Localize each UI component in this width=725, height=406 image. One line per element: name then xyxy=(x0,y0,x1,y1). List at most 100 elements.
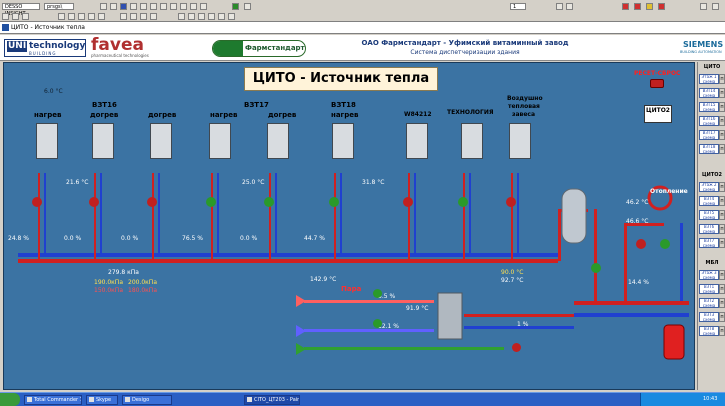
user-field[interactable]: prsgs\ xyxy=(44,3,74,10)
valve-icon[interactable] xyxy=(373,319,382,328)
pump-icon[interactable] xyxy=(591,263,601,273)
heater-coil[interactable] xyxy=(332,123,354,159)
toolbar-button[interactable] xyxy=(180,3,187,10)
toolbar-button[interactable] xyxy=(88,13,95,20)
nav-item-page-button[interactable]: п xyxy=(719,312,725,322)
nav-item-page-button[interactable]: п xyxy=(719,326,725,336)
taskbar-task[interactable]: CITO_ЦТ203 - Paint xyxy=(244,395,300,405)
nav-item-page-button[interactable]: п xyxy=(719,284,725,294)
nav-item-page-button[interactable]: п xyxy=(719,182,725,192)
valve-icon[interactable] xyxy=(32,197,42,207)
heater-coil[interactable] xyxy=(92,123,114,159)
valve-icon[interactable] xyxy=(403,197,413,207)
toolbar-button[interactable] xyxy=(556,3,563,10)
heater-coil[interactable] xyxy=(267,123,289,159)
heater-coil[interactable] xyxy=(209,123,231,159)
toolbar-button[interactable] xyxy=(150,3,157,10)
toolbar-button[interactable] xyxy=(120,13,127,20)
valve-icon[interactable] xyxy=(636,239,646,249)
valve-icon[interactable] xyxy=(206,197,216,207)
nav-item-page-button[interactable]: п xyxy=(719,210,725,220)
toolbar-button[interactable] xyxy=(200,3,207,10)
valve-icon[interactable] xyxy=(264,197,274,207)
toolbar-button[interactable] xyxy=(566,3,573,10)
nav-item-page-button[interactable]: п xyxy=(719,270,725,280)
ok-icon[interactable] xyxy=(232,3,239,10)
toolbar-button[interactable] xyxy=(100,3,107,10)
nav-item-page-button[interactable]: п xyxy=(719,196,725,206)
reset-button[interactable] xyxy=(650,79,664,88)
toolbar-button[interactable] xyxy=(700,3,707,10)
nav-item-page-button[interactable]: п xyxy=(719,102,725,112)
nav-item-page-button[interactable]: п xyxy=(719,74,725,84)
taskbar-task[interactable]: Desigo xyxy=(122,395,172,405)
toolbar-button[interactable] xyxy=(188,13,195,20)
toolbar-button[interactable] xyxy=(150,13,157,20)
alarm-icon[interactable] xyxy=(634,3,641,10)
nav-item-page-button[interactable]: п xyxy=(719,88,725,98)
toolbar-button[interactable] xyxy=(208,13,215,20)
toolbar-button[interactable] xyxy=(12,13,19,20)
page-number-field[interactable]: 1 xyxy=(510,3,526,10)
toolbar-button[interactable] xyxy=(2,13,9,20)
toolbar-button[interactable] xyxy=(58,13,65,20)
heater-coil[interactable] xyxy=(461,123,483,159)
toolbar-button[interactable] xyxy=(130,13,137,20)
toolbar-button[interactable] xyxy=(170,3,177,10)
valve-icon[interactable] xyxy=(329,197,339,207)
heater-coil[interactable] xyxy=(150,123,172,159)
toolbar-button[interactable] xyxy=(110,3,117,10)
toolbar-button[interactable] xyxy=(140,13,147,20)
toolbar-button[interactable] xyxy=(98,13,105,20)
project-field[interactable]: DESSO INSIGHT xyxy=(2,3,40,17)
toolbar-button[interactable] xyxy=(218,13,225,20)
toolbar-button[interactable] xyxy=(22,13,29,20)
valve-icon[interactable] xyxy=(147,197,157,207)
toolbar-button[interactable] xyxy=(198,13,205,20)
toolbar-button[interactable] xyxy=(120,3,127,10)
taskbar-task[interactable]: Skype xyxy=(86,395,118,405)
valve-icon[interactable] xyxy=(458,197,468,207)
pump-icon[interactable] xyxy=(660,239,670,249)
heater-coil[interactable] xyxy=(36,123,58,159)
nav-item-page-button[interactable]: п xyxy=(719,238,725,248)
toolbar-button[interactable] xyxy=(68,13,75,20)
heater-coil[interactable] xyxy=(406,123,428,159)
valve-icon[interactable] xyxy=(506,197,516,207)
toolbar-button[interactable] xyxy=(130,3,137,10)
toolbar-button[interactable] xyxy=(712,3,719,10)
alarm-icon[interactable] xyxy=(622,3,629,10)
toolbar-button[interactable] xyxy=(78,13,85,20)
toolbar-button[interactable] xyxy=(178,13,185,20)
heater-coil[interactable] xyxy=(509,123,531,159)
warning-icon[interactable] xyxy=(646,3,653,10)
start-button[interactable] xyxy=(0,393,20,406)
nav-item-page-button[interactable]: п xyxy=(719,130,725,140)
taskbar-task[interactable]: Total Commander 7... xyxy=(24,395,82,405)
cito2-link[interactable]: ЦИТО2 xyxy=(644,105,672,123)
alarm-icon[interactable] xyxy=(658,3,665,10)
toolbar-button[interactable] xyxy=(140,3,147,10)
toolbar-button[interactable] xyxy=(160,3,167,10)
toolbar-button[interactable] xyxy=(244,3,251,10)
valve-icon[interactable] xyxy=(512,343,521,352)
toolbar-button[interactable] xyxy=(228,13,235,20)
nav-item-page-button[interactable]: п xyxy=(719,298,725,308)
nav-item-page-button[interactable]: п xyxy=(719,144,725,154)
valve-icon[interactable] xyxy=(89,197,99,207)
